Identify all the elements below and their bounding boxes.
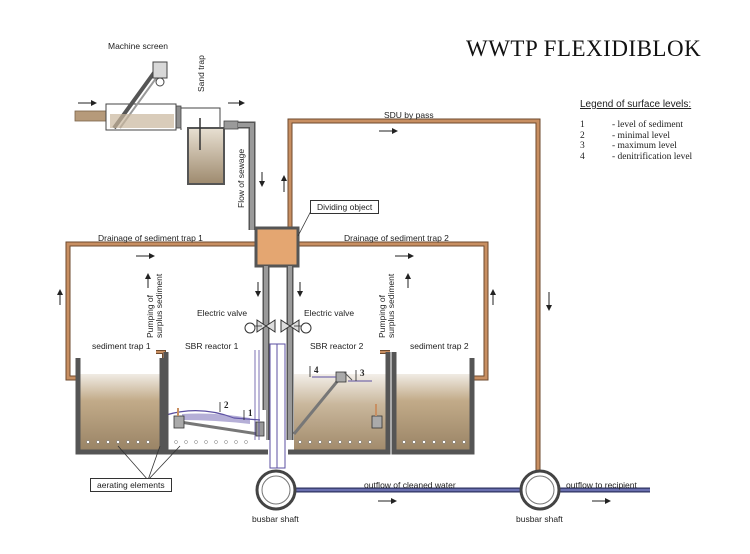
pumping-2-label: Pumping of surplus sediment bbox=[377, 273, 396, 338]
busbar-shaft-2 bbox=[519, 469, 561, 511]
sediment-trap-1-label: sediment trap 1 bbox=[92, 341, 151, 351]
legend-item: 3- maximum level bbox=[580, 141, 677, 151]
sediment-trap-1-tank bbox=[75, 358, 165, 455]
pointer-lines bbox=[117, 208, 313, 481]
sand-trap-label: Sand trap bbox=[196, 55, 206, 92]
pumping-1-label: Pumping of surplus sediment bbox=[145, 273, 164, 338]
legend-item: 1- level of sediment bbox=[580, 120, 683, 130]
sbr-reactor-2-tank bbox=[288, 352, 391, 455]
electric-valve-2-label: Electric valve bbox=[304, 308, 355, 318]
sediment-trap-2-tank bbox=[391, 352, 475, 455]
legend: Legend of surface levels: 1- level of se… bbox=[580, 99, 692, 162]
legend-item: 2- minimal level bbox=[580, 130, 671, 141]
drainage-1-label: Drainage of sediment trap 1 bbox=[98, 233, 203, 243]
aerating-elements-dots bbox=[86, 440, 466, 444]
electric-valve-1-label: Electric valve bbox=[197, 308, 248, 318]
drainage-2-label: Drainage of sediment trap 2 bbox=[344, 233, 449, 243]
electric-valve-1 bbox=[244, 319, 276, 334]
sdu-by-pass-label: SDU by pass bbox=[384, 110, 434, 120]
outflow-recipient-label: outflow to recipient bbox=[566, 480, 637, 490]
busbar-shaft-1 bbox=[255, 469, 297, 511]
outflow-cleaned-label: outflow of cleaned water bbox=[364, 480, 456, 490]
sbr-reactor-2-label: SBR reactor 2 bbox=[310, 341, 364, 351]
level-mark-1: 1 bbox=[248, 408, 253, 418]
diagram-title: WWTP FLEXIDIBLOK bbox=[466, 36, 702, 61]
level-markers: 2 1 4 3 bbox=[219, 365, 365, 420]
busbar-shaft-1-label: busbar shaft bbox=[252, 514, 299, 524]
flow-arrows bbox=[57, 100, 611, 504]
busbar-shaft-2-label: busbar shaft bbox=[516, 514, 563, 524]
legend-item: 4- denitrification level bbox=[580, 151, 693, 162]
dividing-object-label: Dividing object bbox=[310, 200, 380, 214]
sewage-pipe bbox=[238, 121, 256, 230]
level-mark-2: 2 bbox=[224, 400, 229, 410]
electric-valve-2 bbox=[280, 319, 312, 334]
legend-heading: Legend of surface levels: bbox=[580, 99, 692, 110]
flow-of-sewage-label: Flow of sewage bbox=[236, 148, 246, 208]
sdu-bypass-pipe bbox=[287, 118, 541, 470]
machine-screen-label: Machine screen bbox=[108, 41, 169, 51]
sand-trap bbox=[180, 107, 239, 185]
sediment-trap-2-label: sediment trap 2 bbox=[410, 341, 469, 351]
sbr-reactor-1-label: SBR reactor 1 bbox=[185, 341, 239, 351]
aerating-elements-label: aerating elements bbox=[90, 478, 172, 492]
drainage-pipe-2 bbox=[298, 241, 489, 381]
sbr-reactor-1-tank bbox=[163, 350, 268, 455]
dividing-object bbox=[254, 226, 300, 268]
level-mark-3: 3 bbox=[360, 368, 365, 378]
level-mark-4: 4 bbox=[314, 365, 319, 375]
decanter-pipes bbox=[269, 343, 286, 469]
machine-screen bbox=[105, 61, 182, 131]
